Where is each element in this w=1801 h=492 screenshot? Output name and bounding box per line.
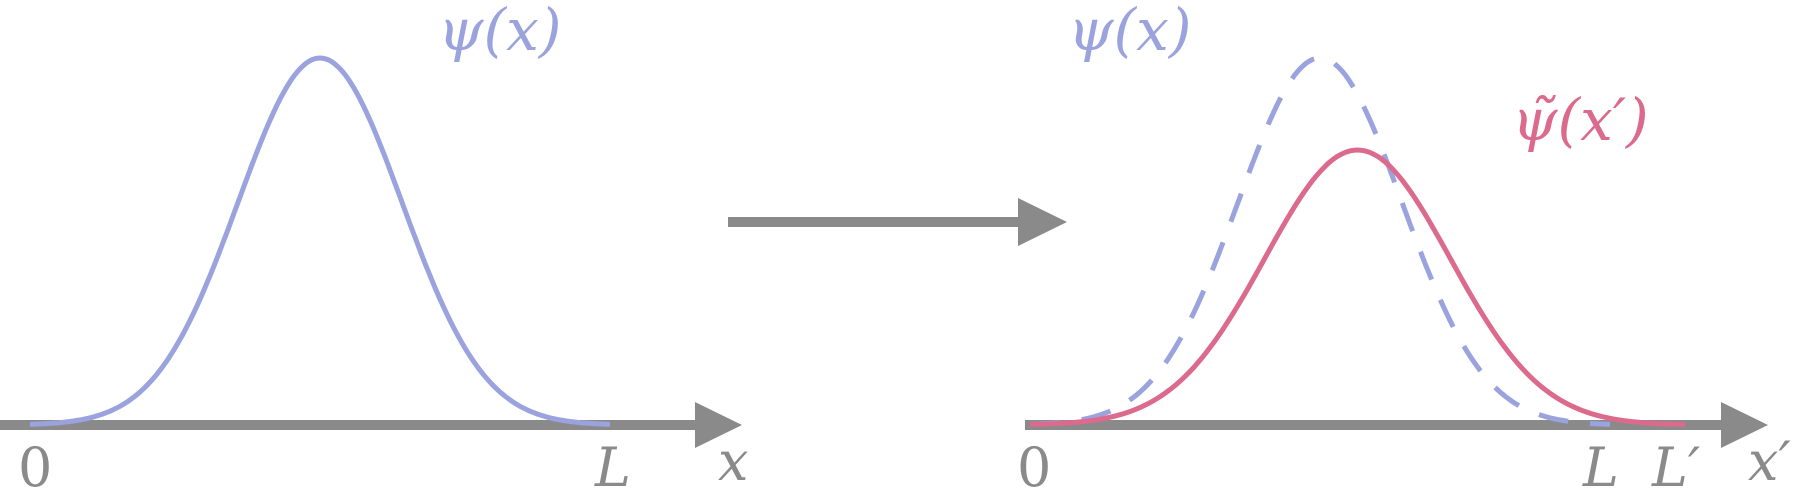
right-stretched-length-label: L′ [1651, 436, 1700, 492]
right-original-wave-label: ψ(x) [1068, 0, 1191, 64]
left-length-label: L [594, 436, 631, 492]
transition-arrow [728, 198, 1067, 246]
left-panel: ψ(x) 0 L x [0, 0, 748, 492]
left-axis-label: x [718, 430, 748, 492]
right-original-wave-dashed [1029, 55, 1611, 427]
right-stretched-wave-curve [1029, 147, 1686, 427]
right-panel: ψ(x) ψ̃(x′) 0 L L′ x′ [1017, 0, 1791, 492]
left-origin-label: 0 [18, 436, 52, 492]
right-x-axis-arrowhead-icon [1721, 402, 1768, 448]
right-arrow-icon [1018, 198, 1067, 246]
left-wave-label: ψ(x) [438, 0, 561, 64]
right-origin-label: 0 [1017, 436, 1051, 492]
right-length-label: L [1582, 436, 1619, 492]
right-stretched-wave-label: ψ̃(x′) [1512, 86, 1649, 154]
left-wave-curve [29, 55, 611, 427]
right-axis-label: x′ [1748, 430, 1791, 492]
left-x-axis-arrowhead-icon [695, 402, 742, 448]
